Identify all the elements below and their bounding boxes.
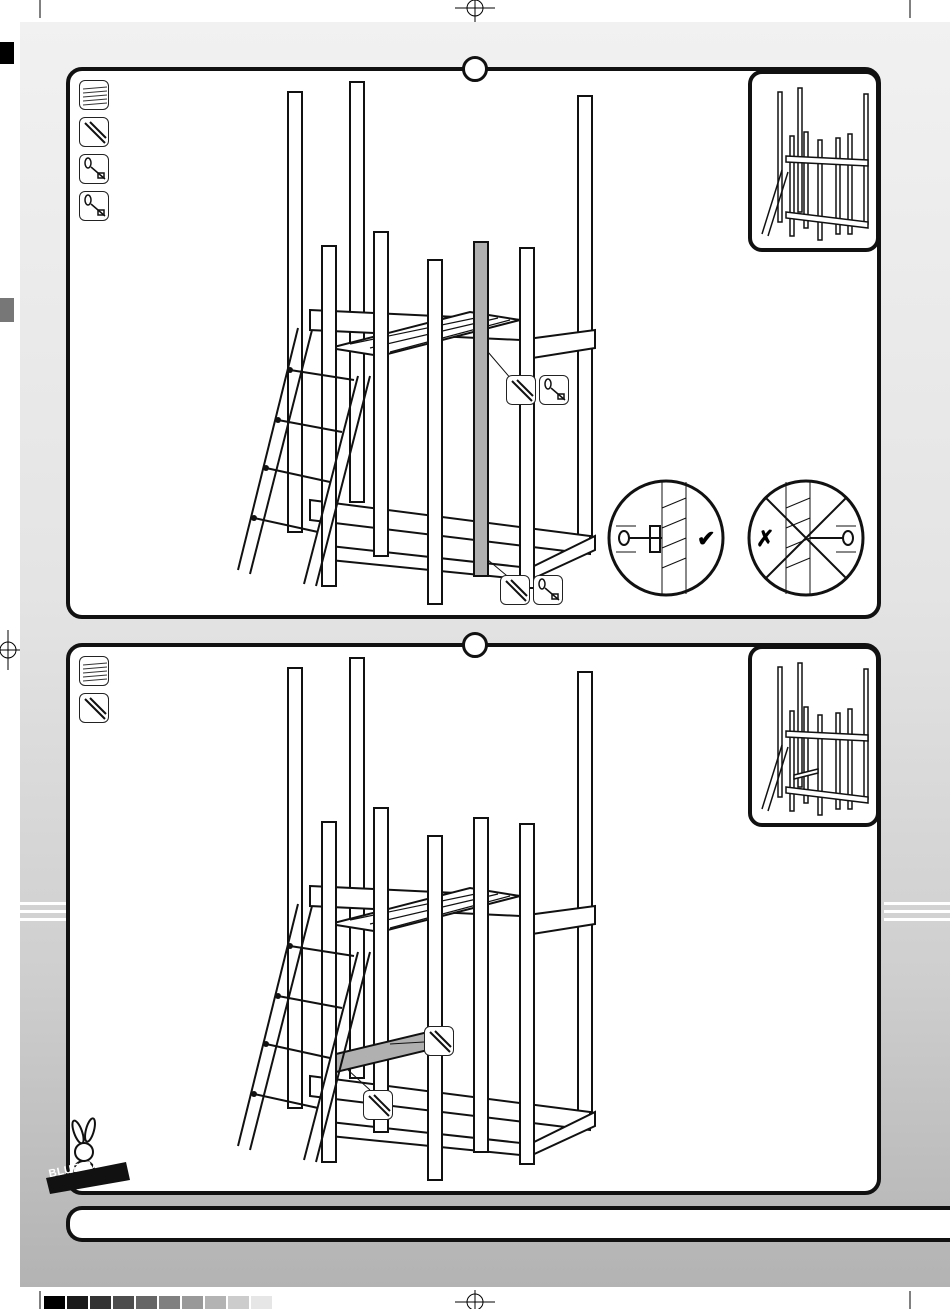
color-swatch <box>67 1296 88 1309</box>
color-swatch <box>44 1296 65 1309</box>
screw-icon <box>506 375 536 405</box>
bolt-with-nut-icon <box>533 575 563 605</box>
color-swatch <box>90 1296 111 1309</box>
color-swatch <box>136 1296 157 1309</box>
color-swatch <box>251 1296 272 1309</box>
wood-plank-icon <box>79 80 109 110</box>
bolt-with-nut-icon <box>79 191 109 221</box>
wood-plank-icon <box>79 656 109 686</box>
color-swatch <box>113 1296 134 1309</box>
bolt-with-nut-icon <box>79 154 109 184</box>
bolt-with-nut-icon <box>539 375 569 405</box>
step-1-number-circle <box>462 56 488 82</box>
screw-icon <box>79 117 109 147</box>
cross-mark-icon: ✗ <box>756 526 774 552</box>
color-swatch <box>159 1296 180 1309</box>
screw-icon <box>363 1090 393 1120</box>
check-mark-icon: ✔ <box>697 526 715 552</box>
step-2-number-circle <box>462 632 488 658</box>
step-1-overview-thumbnail <box>748 70 880 252</box>
screw-icon <box>500 575 530 605</box>
screw-icon <box>79 693 109 723</box>
footer-bar <box>66 1206 950 1242</box>
color-swatch <box>228 1296 249 1309</box>
screw-icon <box>424 1026 454 1056</box>
color-swatch <box>182 1296 203 1309</box>
step-2-overview-thumbnail <box>748 645 880 827</box>
step-1-frame-drawing <box>230 80 650 620</box>
step-2-frame-drawing <box>230 656 650 1196</box>
color-swatch <box>205 1296 226 1309</box>
